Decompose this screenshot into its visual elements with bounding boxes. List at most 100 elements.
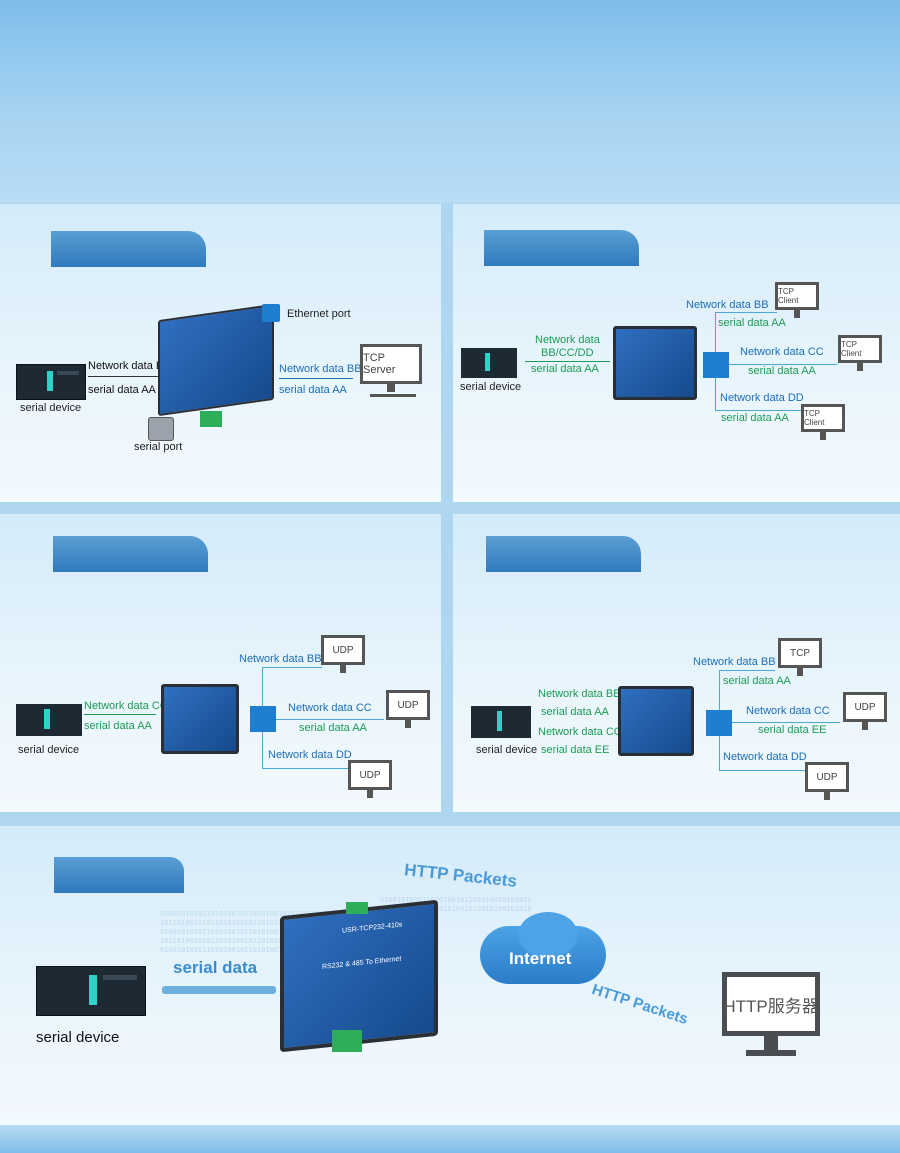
serial-device-label: serial device xyxy=(20,402,82,414)
serial-data-label: serial data AA xyxy=(279,384,347,396)
link-line xyxy=(719,670,775,671)
tcp-client-monitor: TCP Client xyxy=(801,404,845,440)
tcp-client-monitor: TCP Client xyxy=(775,282,819,318)
arrow-line xyxy=(84,714,156,715)
device-subtitle: RS232 & 485 To Ethernet xyxy=(322,955,402,971)
serial-port-label: serial port xyxy=(134,441,183,453)
serial-device-label: serial device xyxy=(460,381,522,393)
monitor-stand xyxy=(764,1036,778,1050)
panel-http: 0100101010110101001011010100101010110101… xyxy=(0,826,900,1125)
serial-data-label: serial data AA xyxy=(541,706,609,718)
serial-port-connector xyxy=(148,417,174,441)
serial-device xyxy=(36,966,146,1016)
tcp-server-monitor: TCP Server xyxy=(360,344,422,392)
monitor-base xyxy=(746,1050,796,1056)
network-data-label: Network data BB xyxy=(239,653,322,665)
network-data-label: Network data BB xyxy=(279,363,362,375)
serial-device-label: serial device xyxy=(476,744,538,756)
panel-mixed-tcp-udp: serial device Network data BB serial dat… xyxy=(453,514,900,812)
network-data-label: Network data BB xyxy=(538,688,621,700)
network-data-label: Network data CC xyxy=(538,726,622,738)
link-line xyxy=(715,410,803,411)
arrow-line xyxy=(279,378,353,379)
monitor-screen: TCP Client xyxy=(801,404,845,432)
serial-data-label: serial data AA xyxy=(723,675,791,687)
network-data-label: Network data CC xyxy=(740,346,824,358)
monitor-screen: UDP xyxy=(805,762,849,792)
udp-monitor: UDP xyxy=(805,762,849,800)
panel-tab xyxy=(54,857,184,893)
serial-server-device xyxy=(161,684,239,754)
serial-device-label: serial device xyxy=(18,744,80,756)
network-data-label: BB/CC/DD xyxy=(541,347,594,359)
monitor-screen: TCP Client xyxy=(838,335,882,363)
internet-cloud-icon xyxy=(518,912,578,958)
serial-device-label: serial device xyxy=(36,1029,120,1046)
panel-tcp-client: serial device Network data BB/CC/DD seri… xyxy=(453,204,900,502)
bidirectional-arrow xyxy=(162,986,276,994)
network-data-label: Network data DD xyxy=(268,749,352,761)
monitor-screen: TCP xyxy=(778,638,822,668)
panel-tab xyxy=(53,536,208,572)
monitor-screen: TCP Server xyxy=(360,344,422,384)
terminal-block xyxy=(200,411,222,427)
monitor-screen: UDP xyxy=(843,692,887,722)
network-data-label: Network data CC xyxy=(288,702,372,714)
link-line xyxy=(729,364,837,365)
internet-label: Internet xyxy=(509,949,572,968)
link-line xyxy=(719,770,805,771)
hero-banner xyxy=(0,0,900,203)
udp-monitor: UDP xyxy=(348,760,392,798)
http-packets-label: HTTP Packets xyxy=(403,860,518,891)
ethernet-port-label: Ethernet port xyxy=(287,308,351,320)
monitor-base xyxy=(370,394,416,397)
link-line xyxy=(276,719,384,720)
tcp-client-monitor: TCP Client xyxy=(838,335,882,371)
link-line xyxy=(732,722,840,723)
monitor-screen: UDP xyxy=(386,690,430,720)
link-line xyxy=(262,768,348,769)
ethernet-port-icon xyxy=(706,710,732,736)
serial-device xyxy=(471,706,531,738)
arrow-line xyxy=(88,376,160,377)
ethernet-port-icon xyxy=(250,706,276,732)
serial-server-device xyxy=(613,326,697,400)
link-line xyxy=(262,667,263,707)
panel-udp-multi: serial device Network data CC serial dat… xyxy=(0,514,441,812)
monitor-screen: TCP Client xyxy=(775,282,819,310)
network-data-label: Network data CC xyxy=(84,700,168,712)
serial-data-label: serial data AA xyxy=(299,722,367,734)
ethernet-port-icon xyxy=(703,352,729,378)
serial-server-device xyxy=(618,686,694,756)
serial-data-label: serial data AA xyxy=(718,317,786,329)
serial-data-label: serial data AA xyxy=(531,363,599,375)
http-packets-label: HTTP Packets xyxy=(589,980,690,1029)
terminal-block xyxy=(346,902,368,914)
network-data-label: Network data xyxy=(535,334,600,346)
network-data-label: Network data BB xyxy=(88,360,171,372)
network-data-label: Network data BB xyxy=(693,656,776,668)
link-line xyxy=(715,378,716,410)
monitor-screen: UDP xyxy=(321,635,365,665)
panel-tab xyxy=(484,230,639,266)
network-data-label: Network data DD xyxy=(723,751,807,763)
link-line xyxy=(719,670,720,710)
link-line xyxy=(715,312,777,313)
panel-tab xyxy=(486,536,641,572)
monitor-screen: UDP xyxy=(348,760,392,790)
terminal-block xyxy=(332,1030,362,1052)
device-model: USR-TCP232-410s xyxy=(342,921,403,935)
udp-monitor: UDP xyxy=(321,635,365,673)
network-data-label: Network data DD xyxy=(720,392,804,404)
tcp-monitor: TCP xyxy=(778,638,822,676)
link-line xyxy=(262,667,322,668)
serial-data-label: serial data EE xyxy=(541,744,610,756)
link-line xyxy=(719,736,720,770)
network-data-label: Network data BB xyxy=(686,299,769,311)
udp-monitor: UDP xyxy=(843,692,887,730)
serial-data-label: serial data AA xyxy=(84,720,152,732)
serial-device xyxy=(16,704,82,736)
serial-device xyxy=(16,364,86,400)
network-data-label: Network data CC xyxy=(746,705,830,717)
